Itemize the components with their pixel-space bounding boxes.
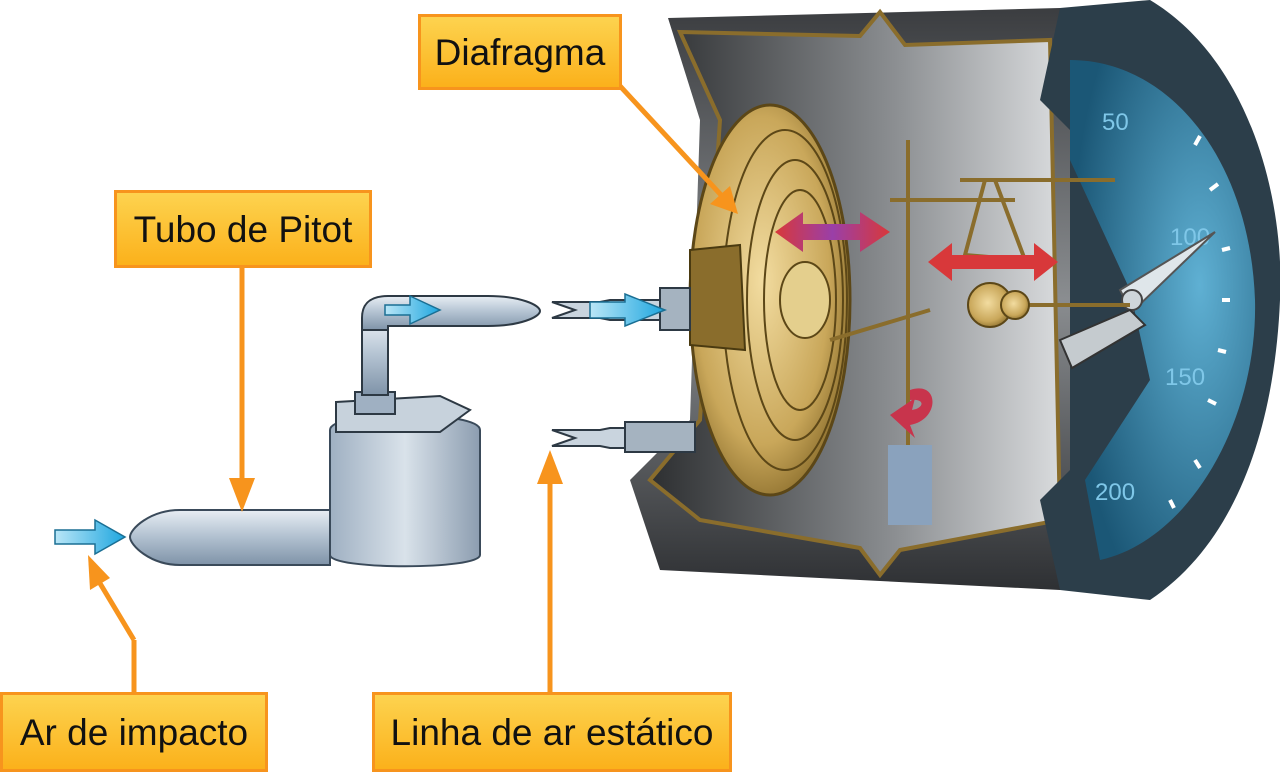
- static-connection-fitting: [551, 421, 696, 453]
- pitot-flow-arrow: [384, 294, 442, 326]
- label-pitot-tube: Tubo de Pitot: [114, 190, 372, 268]
- label-impact-air: Ar de impacto: [0, 692, 268, 772]
- pitot-tube: [128, 295, 542, 568]
- leader-lines: [88, 84, 738, 692]
- pinion-gear: [967, 282, 1030, 328]
- diaphragm-motion-arrow: [775, 212, 890, 252]
- dial-face: 50 100 150 200: [1040, 0, 1280, 600]
- dial-mark-150: 150: [1165, 364, 1205, 391]
- impact-air-flow-arrow: [54, 518, 127, 556]
- counterweight: [888, 445, 932, 525]
- sector-motion-arrow: [928, 243, 1058, 281]
- line-flow-arrow: [589, 292, 668, 328]
- diaphragm: [688, 103, 852, 497]
- dial-mark-50: 50: [1102, 109, 1129, 136]
- label-static-air-line: Linha de ar estático: [372, 692, 732, 772]
- lever-arm: [1058, 308, 1147, 370]
- label-diaphragm: Diafragma: [418, 14, 622, 90]
- dial-mark-200: 200: [1095, 479, 1135, 506]
- rotation-arrow: [890, 388, 933, 438]
